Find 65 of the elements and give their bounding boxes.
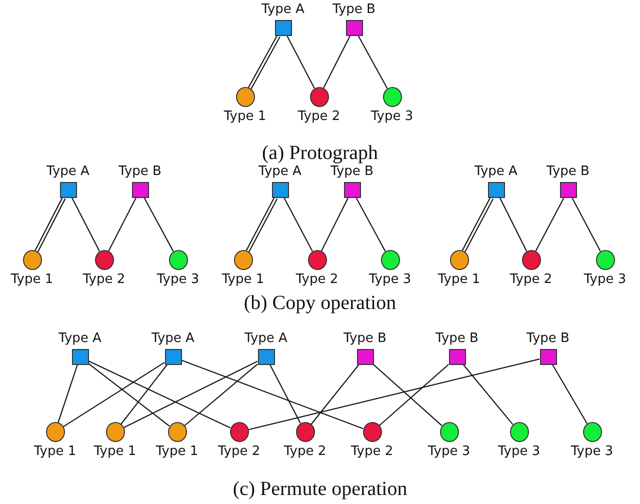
node-label: Type 3	[368, 272, 412, 287]
node-label: Type 2	[350, 444, 394, 459]
edge-line	[58, 364, 78, 423]
node-label: Type 2	[284, 444, 326, 459]
node-label: Type 1	[156, 444, 198, 459]
edge-line	[144, 198, 174, 252]
edge-line	[322, 36, 350, 88]
node-label: Type 3	[428, 444, 470, 459]
edge-line	[181, 360, 364, 430]
node-label: Type 2	[82, 272, 126, 287]
node-label: Type A	[58, 331, 102, 346]
node-label: Type B	[436, 331, 478, 346]
edge-line	[310, 364, 360, 425]
node-label: Type A	[262, 2, 304, 17]
node-label: Type 1	[94, 444, 136, 459]
edge-line	[120, 364, 168, 425]
edge-line	[184, 364, 258, 426]
subfigure-caption: (c) Permute operation	[232, 478, 408, 500]
node-label: Type 3	[370, 109, 414, 124]
node-label: Type 1	[10, 272, 54, 287]
node-label: Type 1	[438, 272, 480, 287]
node-label: Type 3	[584, 272, 626, 287]
edge-line	[88, 360, 231, 428]
edge-line	[248, 358, 540, 430]
edge-line	[284, 198, 313, 252]
node-label: Type 2	[218, 444, 260, 459]
subfigure-caption: (a) Protograph	[262, 142, 378, 164]
node-label: Type A	[152, 331, 194, 346]
node-label: Type 1	[224, 109, 266, 124]
node-label: Type B	[118, 164, 162, 179]
node-label: Type 2	[298, 109, 340, 124]
node-label: Type A	[244, 331, 288, 346]
node-label: Type B	[330, 164, 374, 179]
edge-line	[500, 198, 528, 252]
edge-line	[572, 198, 601, 252]
edge-line	[356, 198, 386, 252]
edge-line	[552, 364, 588, 424]
subfigure-caption: (b) Copy operation	[244, 292, 396, 314]
edge-line	[535, 198, 564, 252]
node-label: Type 2	[510, 272, 552, 287]
node-label: Type B	[546, 164, 590, 179]
edge-line	[88, 363, 170, 427]
node-label: Type B	[344, 331, 386, 346]
node-label: Type A	[46, 164, 90, 179]
edge-line	[286, 36, 315, 88]
edge-line	[62, 362, 165, 428]
edge-line	[123, 360, 258, 428]
edge-line	[358, 36, 388, 89]
edge-line	[72, 198, 100, 252]
edge-line	[373, 364, 442, 426]
node-label: Type A	[474, 164, 518, 179]
edge-line	[463, 364, 514, 425]
node-label: Type A	[258, 164, 302, 179]
node-label: Type B	[332, 2, 376, 17]
edge-line	[320, 198, 348, 252]
edge-line	[270, 364, 301, 424]
edge-line	[108, 198, 136, 252]
node-label: Type 3	[570, 444, 614, 459]
node-label: Type B	[526, 331, 570, 346]
edge-line	[378, 364, 449, 426]
node-label: Type 1	[222, 272, 264, 287]
node-label: Type 3	[498, 444, 540, 459]
node-label: Type 1	[34, 444, 76, 459]
node-label: Type 3	[156, 272, 200, 287]
node-label: Type 2	[296, 272, 338, 287]
